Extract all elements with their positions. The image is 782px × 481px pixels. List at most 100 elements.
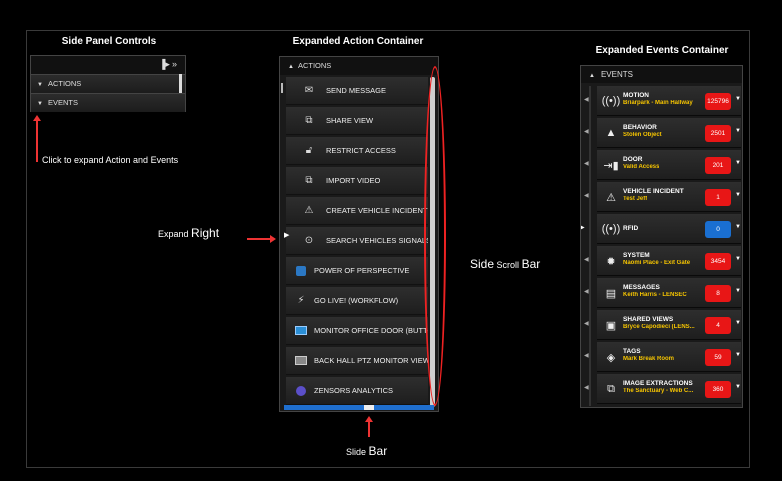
action-item-go-live-workflow[interactable]: ⚡︎GO LIVE! (WORKFLOW) bbox=[286, 287, 428, 315]
event-subtitle: Test Jeff bbox=[623, 196, 648, 202]
triangle-up-icon: ▲ bbox=[288, 64, 294, 70]
event-item-rfid[interactable]: ((•)) RFID 0 ▼ bbox=[597, 214, 741, 244]
rfid-icon: ((•)) bbox=[601, 223, 621, 235]
event-item-behavior[interactable]: ▲ BEHAVIOR Stolen Object 2501 ▼ bbox=[597, 118, 741, 148]
chevron-down-icon[interactable]: ▼ bbox=[735, 320, 741, 326]
annotation-ellipse bbox=[424, 66, 446, 406]
actions-header[interactable]: ▲ACTIONS bbox=[280, 57, 438, 75]
envelope-icon: ✉ bbox=[304, 85, 314, 96]
action-item-create-vehicle-incident[interactable]: ⚠ CREATE VEHICLE INCIDENT bbox=[286, 197, 428, 225]
chevron-down-icon[interactable]: ▼ bbox=[735, 224, 741, 230]
side-panel-scrollbar[interactable] bbox=[179, 74, 182, 93]
chevron-down-icon[interactable]: ▼ bbox=[735, 384, 741, 390]
heading-side-panel: Side Panel Controls bbox=[61, 36, 157, 47]
collapse-left-icon[interactable]: ◀ bbox=[584, 257, 589, 263]
event-count-badge: 1 bbox=[705, 189, 731, 206]
event-subtitle: Keith Harris - LENSEC bbox=[623, 292, 687, 298]
event-item-door[interactable]: ⇥▮ DOOR Valid Access 201 ▼ bbox=[597, 150, 741, 180]
action-item-zensors-analytics[interactable]: ZENSORS ANALYTICS bbox=[286, 377, 428, 405]
action-item-label: RESTRICT ACCESS bbox=[326, 146, 396, 155]
chevron-down-icon[interactable]: ▼ bbox=[735, 192, 741, 198]
chevron-down-icon[interactable]: ▼ bbox=[735, 128, 741, 134]
event-title: TAGS bbox=[623, 348, 641, 355]
annotation-slide-bar: Slide Bar bbox=[346, 444, 388, 458]
expand-left-icon[interactable]: ▶ bbox=[580, 225, 585, 231]
event-item-shared-views[interactable]: ▣ SHARED VIEWS Bryce Capodieci (LENS... … bbox=[597, 310, 741, 340]
event-count-badge: 3454 bbox=[705, 253, 731, 270]
action-item-share-view[interactable]: ⧉SHARE VIEW bbox=[286, 107, 428, 135]
collapse-left-icon[interactable]: ◀ bbox=[584, 161, 589, 167]
action-item-power-of-perspective[interactable]: POWER OF PERSPECTIVE bbox=[286, 257, 428, 285]
event-count-badge: 4 bbox=[705, 317, 731, 334]
analytics-icon bbox=[292, 384, 310, 398]
action-item-restrict-access[interactable]: 🔓︎ RESTRICT ACCESS bbox=[286, 137, 428, 165]
action-item-send-message[interactable]: ✉SEND MESSAGE bbox=[286, 77, 428, 105]
action-item-import-video[interactable]: ⧉IMPORT VIDEO bbox=[286, 167, 428, 195]
triangle-up-icon: ▲ bbox=[589, 73, 595, 79]
event-subtitle: Naomi Place - Exit Gate bbox=[623, 260, 691, 266]
tag-icon: ◈ bbox=[606, 351, 616, 364]
slide-bar-thumb[interactable] bbox=[364, 405, 374, 410]
triangle-down-icon: ▼ bbox=[37, 101, 43, 107]
message-icon: ▤ bbox=[605, 287, 617, 300]
screen-frame bbox=[26, 30, 750, 468]
chevron-down-icon[interactable]: ▼ bbox=[735, 96, 741, 102]
collapse-left-icon[interactable]: ◀ bbox=[584, 353, 589, 359]
event-item-system[interactable]: ✹ SYSTEM Naomi Place - Exit Gate 3454 ▼ bbox=[597, 246, 741, 276]
chevron-down-icon[interactable]: ▼ bbox=[735, 256, 741, 262]
annotation-expand-right: Expand Right bbox=[158, 226, 220, 240]
collapse-left-icon[interactable]: ◀ bbox=[584, 385, 589, 391]
actions-header-label: ACTIONS bbox=[297, 61, 332, 70]
dock-icon[interactable]: ▐▸ bbox=[159, 59, 170, 69]
action-item-label: SEARCH VEHICLES SIGNALS bbox=[326, 236, 428, 245]
camera-view-icon bbox=[292, 354, 310, 368]
vehicle-incident-icon: ⚠ bbox=[304, 205, 314, 216]
chevron-down-icon[interactable]: ▼ bbox=[735, 288, 741, 294]
event-title: DOOR bbox=[623, 156, 643, 163]
action-item-label: CREATE VEHICLE INCIDENT bbox=[326, 206, 428, 215]
event-title: SHARED VIEWS bbox=[623, 316, 674, 323]
event-count-badge: 201 bbox=[705, 157, 731, 174]
annotation-arrow-up-slide bbox=[365, 416, 373, 437]
event-title: IMAGE EXTRACTIONS bbox=[623, 380, 693, 387]
event-item-tags[interactable]: ◈ TAGS Mark Break Room 59 ▼ bbox=[597, 342, 741, 372]
events-header[interactable]: ▲ EVENTS bbox=[581, 66, 742, 83]
collapse-left-icon[interactable]: ◀ bbox=[584, 193, 589, 199]
vehicle-search-icon: ⊙ bbox=[304, 235, 314, 246]
events-left-rail bbox=[589, 86, 591, 406]
action-item-back-hall-ptz-monitor-view[interactable]: BACK HALL PTZ MONITOR VIEW bbox=[286, 347, 428, 375]
event-count-badge: 2501 bbox=[705, 125, 731, 142]
event-count-badge: 0 bbox=[705, 221, 731, 238]
event-item-vehicle-incident[interactable]: ⚠ VEHICLE INCIDENT Test Jeff 1 ▼ bbox=[597, 182, 741, 212]
event-item-messages[interactable]: ▤ MESSAGES Keith Harris - LENSEC 8 ▼ bbox=[597, 278, 741, 308]
annotation-click-expand: Click to expand Action and Events bbox=[42, 155, 179, 165]
events-header-label: EVENTS bbox=[600, 70, 633, 79]
events-container: ▲ EVENTS ◀ ((•)) MOTION Briarpark - Main … bbox=[580, 65, 743, 408]
action-item-monitor-office-door[interactable]: MONITOR OFFICE DOOR (BUTTO bbox=[286, 317, 428, 345]
shared-view-icon: ▣ bbox=[605, 319, 617, 332]
expand-right-icon[interactable]: » bbox=[172, 59, 178, 69]
lock-icon: 🔓︎ bbox=[305, 145, 313, 156]
event-title: BEHAVIOR bbox=[623, 124, 657, 131]
event-count-badge: 8 bbox=[705, 285, 731, 302]
collapse-left-icon[interactable]: ◀ bbox=[584, 97, 589, 103]
action-container: ▲ACTIONS ✉SEND MESSAGE ⧉SHARE VIEW 🔓︎ RES… bbox=[279, 56, 439, 412]
action-item-label: MONITOR OFFICE DOOR (BUTTO bbox=[314, 326, 428, 335]
action-item-search-vehicles-signals[interactable]: ⊙ SEARCH VEHICLES SIGNALS bbox=[286, 227, 428, 255]
side-panel-events-toggle[interactable]: ▼EVENTS bbox=[31, 93, 185, 112]
event-item-motion[interactable]: ((•)) MOTION Briarpark - Main Hallway 12… bbox=[597, 86, 741, 116]
event-item-image-extractions[interactable]: ⧉ IMAGE EXTRACTIONS The Sanctuary - Web … bbox=[597, 374, 741, 404]
chevron-down-icon[interactable]: ▼ bbox=[735, 352, 741, 358]
slide-bar[interactable] bbox=[284, 405, 434, 410]
expand-right-triangle-icon[interactable]: ▶ bbox=[284, 232, 290, 239]
annotation-arrow-right bbox=[247, 235, 276, 243]
resize-handle[interactable] bbox=[281, 83, 283, 93]
triangle-down-icon: ▼ bbox=[37, 82, 43, 88]
collapse-left-icon[interactable]: ◀ bbox=[584, 289, 589, 295]
side-panel-actions-toggle[interactable]: ▼ACTIONS bbox=[31, 74, 185, 93]
side-panel-toolbar: ▐▸ » bbox=[31, 56, 185, 74]
collapse-left-icon[interactable]: ◀ bbox=[584, 321, 589, 327]
vehicle-incident-icon: ⚠ bbox=[606, 191, 616, 204]
collapse-left-icon[interactable]: ◀ bbox=[584, 129, 589, 135]
chevron-down-icon[interactable]: ▼ bbox=[735, 160, 741, 166]
